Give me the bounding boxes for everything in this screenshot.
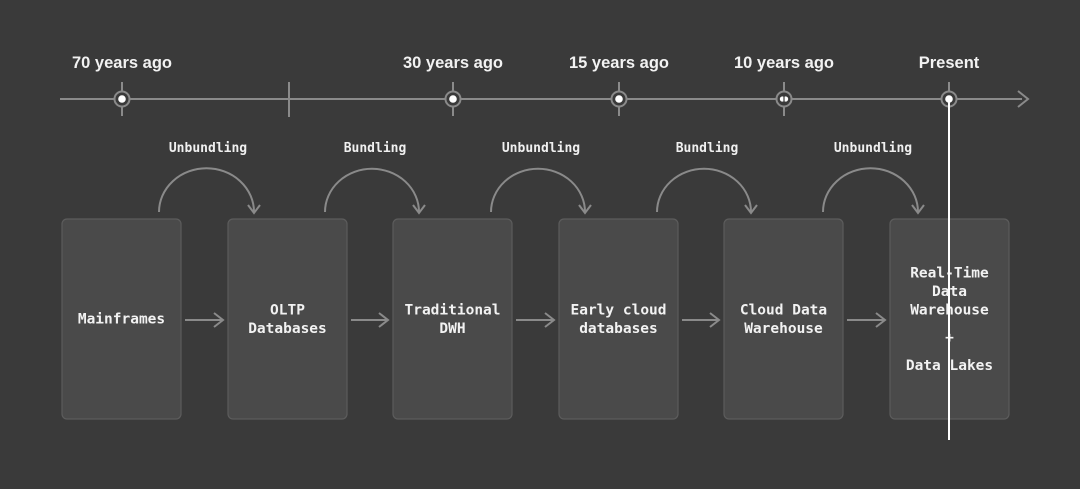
transition-arc: [656, 167, 752, 213]
era-marker-dot: [118, 95, 126, 103]
transition-arrowhead: [911, 204, 925, 215]
stage-connector-arrowhead: [875, 312, 887, 328]
transition: Bundling: [324, 141, 426, 215]
stage-box: Early cloud databases: [558, 218, 679, 420]
era-label: Present: [919, 54, 980, 72]
transition-arc: [324, 167, 420, 213]
transition: Bundling: [656, 141, 758, 215]
timeline-era: 15 years ago: [569, 54, 669, 116]
era-label: 70 years ago: [72, 54, 172, 72]
stage-box-rect: [723, 218, 844, 420]
stage-box-rect: [61, 218, 182, 420]
stage-box: Mainframes: [61, 218, 182, 420]
era-marker-dot: [449, 95, 457, 103]
stage-label-line: Mainframes: [78, 312, 165, 328]
transition-label: Bundling: [676, 141, 739, 156]
timeline-arrowhead: [1017, 90, 1030, 108]
stage-box-rect: [558, 218, 679, 420]
transition-label: Unbundling: [834, 141, 912, 156]
timeline: [60, 82, 1030, 117]
transition-arc: [158, 167, 255, 213]
transition-label: Unbundling: [169, 141, 247, 156]
transition: Unbundling: [158, 141, 261, 215]
stage-label-line: DWH: [439, 321, 465, 337]
timeline-era: 30 years ago: [403, 54, 503, 116]
stage-label-line: OLTP: [270, 302, 305, 318]
stage-label-line: databases: [579, 321, 658, 337]
stage-label: Mainframes: [78, 312, 165, 328]
stage-connector-arrowhead: [544, 312, 556, 328]
stage-label: OLTP Databases: [248, 302, 327, 337]
stage-label: Early cloud databases: [570, 302, 666, 337]
stage-label-line: Warehouse: [744, 321, 823, 337]
era-label: 30 years ago: [403, 54, 503, 72]
transition-arrowhead: [744, 204, 758, 215]
transition: Unbundling: [490, 141, 592, 215]
transition-arrowhead: [578, 204, 592, 215]
transition-label: Unbundling: [502, 141, 580, 156]
stage-box-rect: [227, 218, 348, 420]
stage-connector-arrowhead: [378, 312, 390, 328]
stage-box-rect: [392, 218, 513, 420]
timeline-era: 10 years ago: [734, 54, 834, 116]
stage-label-line: Databases: [248, 321, 327, 337]
stage-connector-arrowhead: [213, 312, 225, 328]
transition-arc: [490, 167, 586, 213]
stage-box: OLTP Databases: [227, 218, 348, 420]
era-marker-dot: [615, 95, 623, 103]
transition-arc: [822, 167, 919, 213]
stage-connector-arrowhead: [709, 312, 721, 328]
timeline-era: 70 years ago: [72, 54, 172, 116]
stage-label-line: Cloud Data: [740, 302, 827, 318]
era-label: 10 years ago: [734, 54, 834, 72]
transition-arrowhead: [247, 204, 261, 215]
era-label: 15 years ago: [569, 54, 669, 72]
stage-label-line: Traditional: [404, 302, 500, 318]
transition-label: Bundling: [344, 141, 407, 156]
transition-arrowhead: [412, 204, 426, 215]
transition: Unbundling: [822, 141, 925, 215]
stage-label-line: Early cloud: [570, 302, 666, 318]
